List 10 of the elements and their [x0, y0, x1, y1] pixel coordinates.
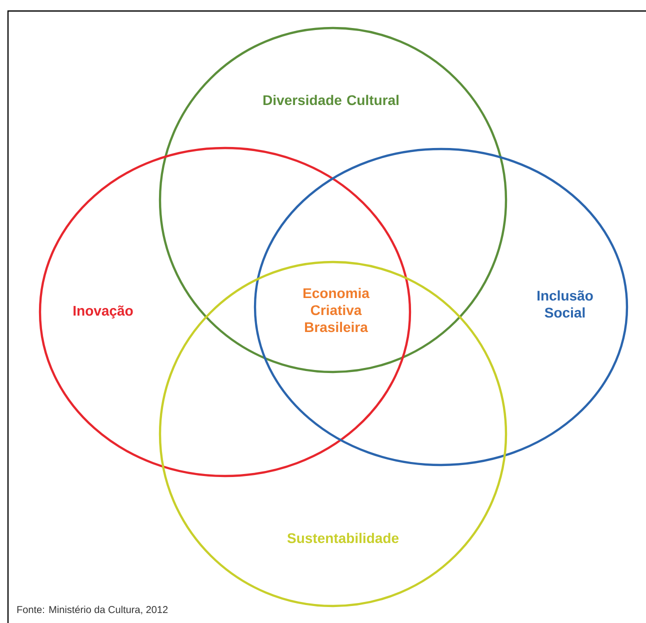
source-note: Fonte: Ministério da Cultura, 2012 [17, 606, 168, 614]
circle-label: Inovação [74, 305, 133, 318]
circle-label: Diversidade Cultural [263, 94, 398, 106]
circle-label: Sustentabilidade [287, 532, 399, 544]
venn-circle [158, 26, 508, 374]
center-label: Economia Criativa Brasileira [304, 288, 370, 332]
venn-circle [158, 260, 508, 608]
circle-label: Inclusão Social [538, 290, 593, 318]
venn-circle [38, 146, 412, 478]
venn-circle [254, 148, 628, 466]
